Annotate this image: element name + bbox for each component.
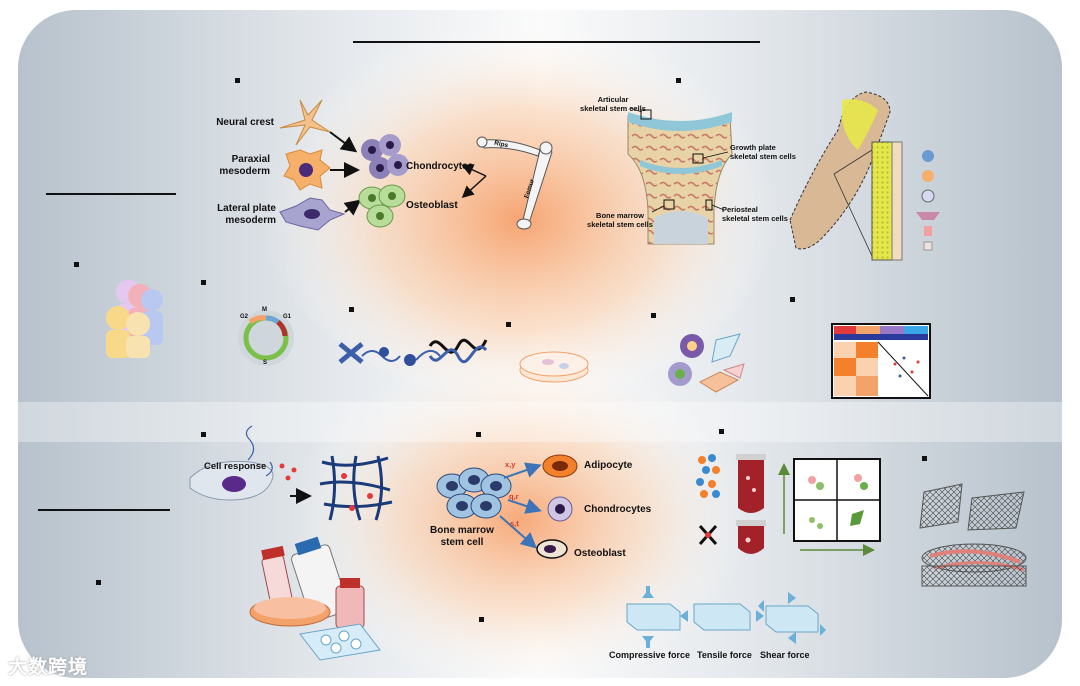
quadrant-plot: [778, 458, 881, 556]
adipocyte-cell: [542, 454, 578, 478]
petri-dish: [519, 351, 589, 383]
watermark-logo: 大数跨境: [8, 656, 89, 678]
panel-marker-3: [74, 262, 79, 267]
label-bone-marrow-stem-cell: Bone marrow stem cell: [430, 525, 494, 548]
label-cycle-g2: G2: [240, 314, 249, 320]
lateral-plate-mesoderm-cell: [279, 197, 346, 231]
top-title-line: [353, 41, 760, 43]
paraxial-mesoderm-cell: [283, 149, 331, 191]
panel-marker-2: [676, 78, 681, 83]
label-path-qr: q,r: [509, 492, 519, 501]
femur-bone: [516, 141, 553, 230]
panel-marker-9: [201, 432, 206, 437]
chondrocyte-cluster: [361, 134, 409, 179]
label-shear-force: Shear force: [760, 650, 810, 660]
bottom-glow: [290, 350, 750, 686]
label-cycle-m: M: [262, 307, 267, 313]
panel-marker-10: [476, 432, 481, 437]
label-growth-plate-ssc: Growth plate skeletal stem cells: [730, 143, 796, 161]
rib-bone: [476, 136, 541, 157]
label-paraxial-mesoderm: Paraxial mesoderm: [219, 154, 270, 177]
panel-marker-7: [651, 313, 656, 318]
fiber-scaffold: [319, 455, 393, 521]
label-cycle-s: S: [263, 360, 268, 366]
cell-cycle: [238, 310, 294, 366]
left-title-line-2: [38, 509, 170, 511]
panel-marker-1: [235, 78, 240, 83]
culture-tubes: [736, 454, 766, 554]
left-title-line-1: [46, 193, 176, 195]
tensile-force-box: [680, 603, 764, 631]
label-path-st: s,t: [510, 519, 519, 528]
panel-marker-13: [96, 580, 101, 585]
label-cell-response: Cell response: [204, 461, 267, 472]
cell-spheroids: [696, 454, 720, 498]
panel-marker-8: [790, 297, 795, 302]
panel-marker-6: [506, 322, 511, 327]
label-chondrocytes-bottom: Chondrocytes: [584, 504, 652, 515]
label-compressive-force: Compressive force: [609, 650, 691, 660]
label-osteoblast-bottom: Osteoblast: [574, 548, 626, 559]
chondrocyte-cell: [547, 496, 573, 522]
omics-heatmap: [831, 323, 931, 399]
osteoblast-cluster: [358, 184, 406, 228]
stem-cells-cluster: [668, 333, 745, 393]
label-bone-marrow-ssc: Bone marrow skeletal stem cells: [587, 211, 653, 229]
label-neural-crest: Neural crest: [216, 117, 274, 128]
panel-marker-12: [922, 456, 927, 461]
label-periosteal-ssc: Periosteal skeletal stem cells: [722, 205, 788, 223]
label-lateral-plate-mesoderm: Lateral plate mesoderm: [217, 203, 276, 226]
panel-marker-4: [201, 280, 206, 285]
responding-cell: [189, 425, 297, 501]
population-silhouettes: [106, 280, 163, 358]
shear-force-box: [758, 592, 826, 644]
panel-marker-14: [479, 617, 484, 622]
osteoblast-cell: [536, 539, 568, 559]
top-glow: [260, 0, 780, 400]
panel-divider: [18, 402, 1062, 442]
neural-crest-cell: [279, 99, 331, 146]
scaffold-meshes: [919, 483, 1027, 587]
long-bone-section: [627, 107, 733, 245]
label-osteoblast-top: Osteoblast: [406, 200, 458, 211]
label-chondrocytes-top: Chondrocytes: [406, 161, 474, 172]
label-articular-ssc: Articular skeletal stem cells: [580, 95, 646, 113]
bone-niche: [789, 91, 940, 261]
label-path-xy: x,y: [505, 460, 516, 469]
label-cycle-g1: G1: [283, 314, 292, 320]
lab-equipment: [249, 536, 381, 661]
label-tensile-force: Tensile force: [697, 650, 752, 660]
compressive-force-box: [626, 586, 681, 648]
panel-marker-5: [349, 307, 354, 312]
chromatin-dna: [338, 338, 488, 366]
panel-marker-11: [719, 429, 724, 434]
label-adipocyte: Adipocyte: [584, 460, 633, 471]
cross-cells: [698, 525, 718, 545]
bmsc-cluster: [436, 467, 512, 519]
